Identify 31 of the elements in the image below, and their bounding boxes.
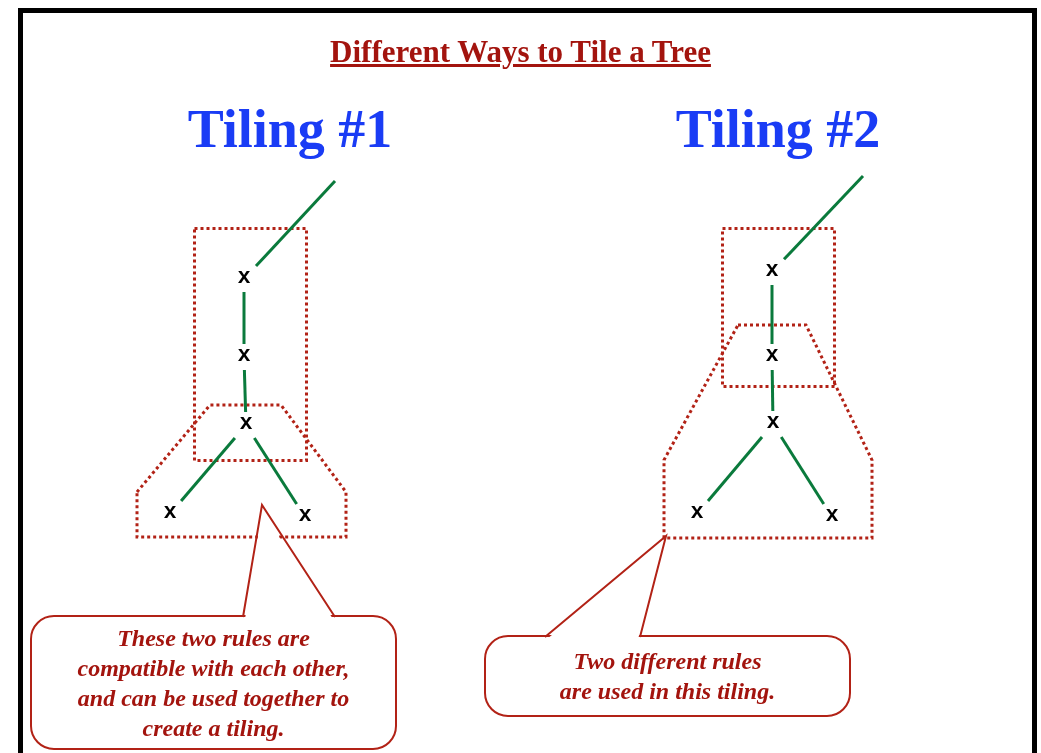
callout-text: Two different rules are used in this tiling. (558, 647, 777, 706)
callout-pointer (242, 502, 336, 618)
tree-node-label: x (764, 414, 782, 434)
tree-branch-line (179, 437, 237, 502)
callout-text: These two rules are compatible with each other, and can be used together to create a tiling. (76, 623, 351, 743)
tree-branch-line (242, 369, 248, 413)
tree-node-label: x (763, 262, 781, 282)
tree-branch-line (242, 292, 246, 344)
tree-node-label: x (296, 507, 314, 527)
tree-branch-line (253, 437, 298, 505)
tree-node-label: x (235, 269, 253, 289)
slide-title: Different Ways to Tile a Tree (330, 34, 711, 69)
dotted-tile-outline (664, 325, 872, 538)
callout-pointer (544, 533, 668, 638)
tiling-heading: Tiling #2 (675, 98, 881, 160)
tree-node-label: x (688, 504, 706, 524)
tree-branch-line (770, 285, 774, 344)
tree-node-label: x (235, 347, 253, 367)
dotted-tile-outline (193, 227, 308, 462)
tree-branch-line (782, 174, 865, 261)
dotted-tile-outline (721, 227, 836, 388)
tiling-heading: Tiling #1 (187, 98, 393, 160)
tree-node-label: x (763, 347, 781, 367)
tree-node-label: x (823, 507, 841, 527)
tree-node-label: x (237, 415, 255, 435)
tree-node-label: x (161, 504, 179, 524)
tree-branch-line (254, 179, 337, 268)
dotted-tile-outline (137, 405, 346, 537)
tree-branch-line (780, 436, 825, 505)
tree-branch-line (770, 369, 775, 412)
tree-branch-line (706, 436, 764, 502)
